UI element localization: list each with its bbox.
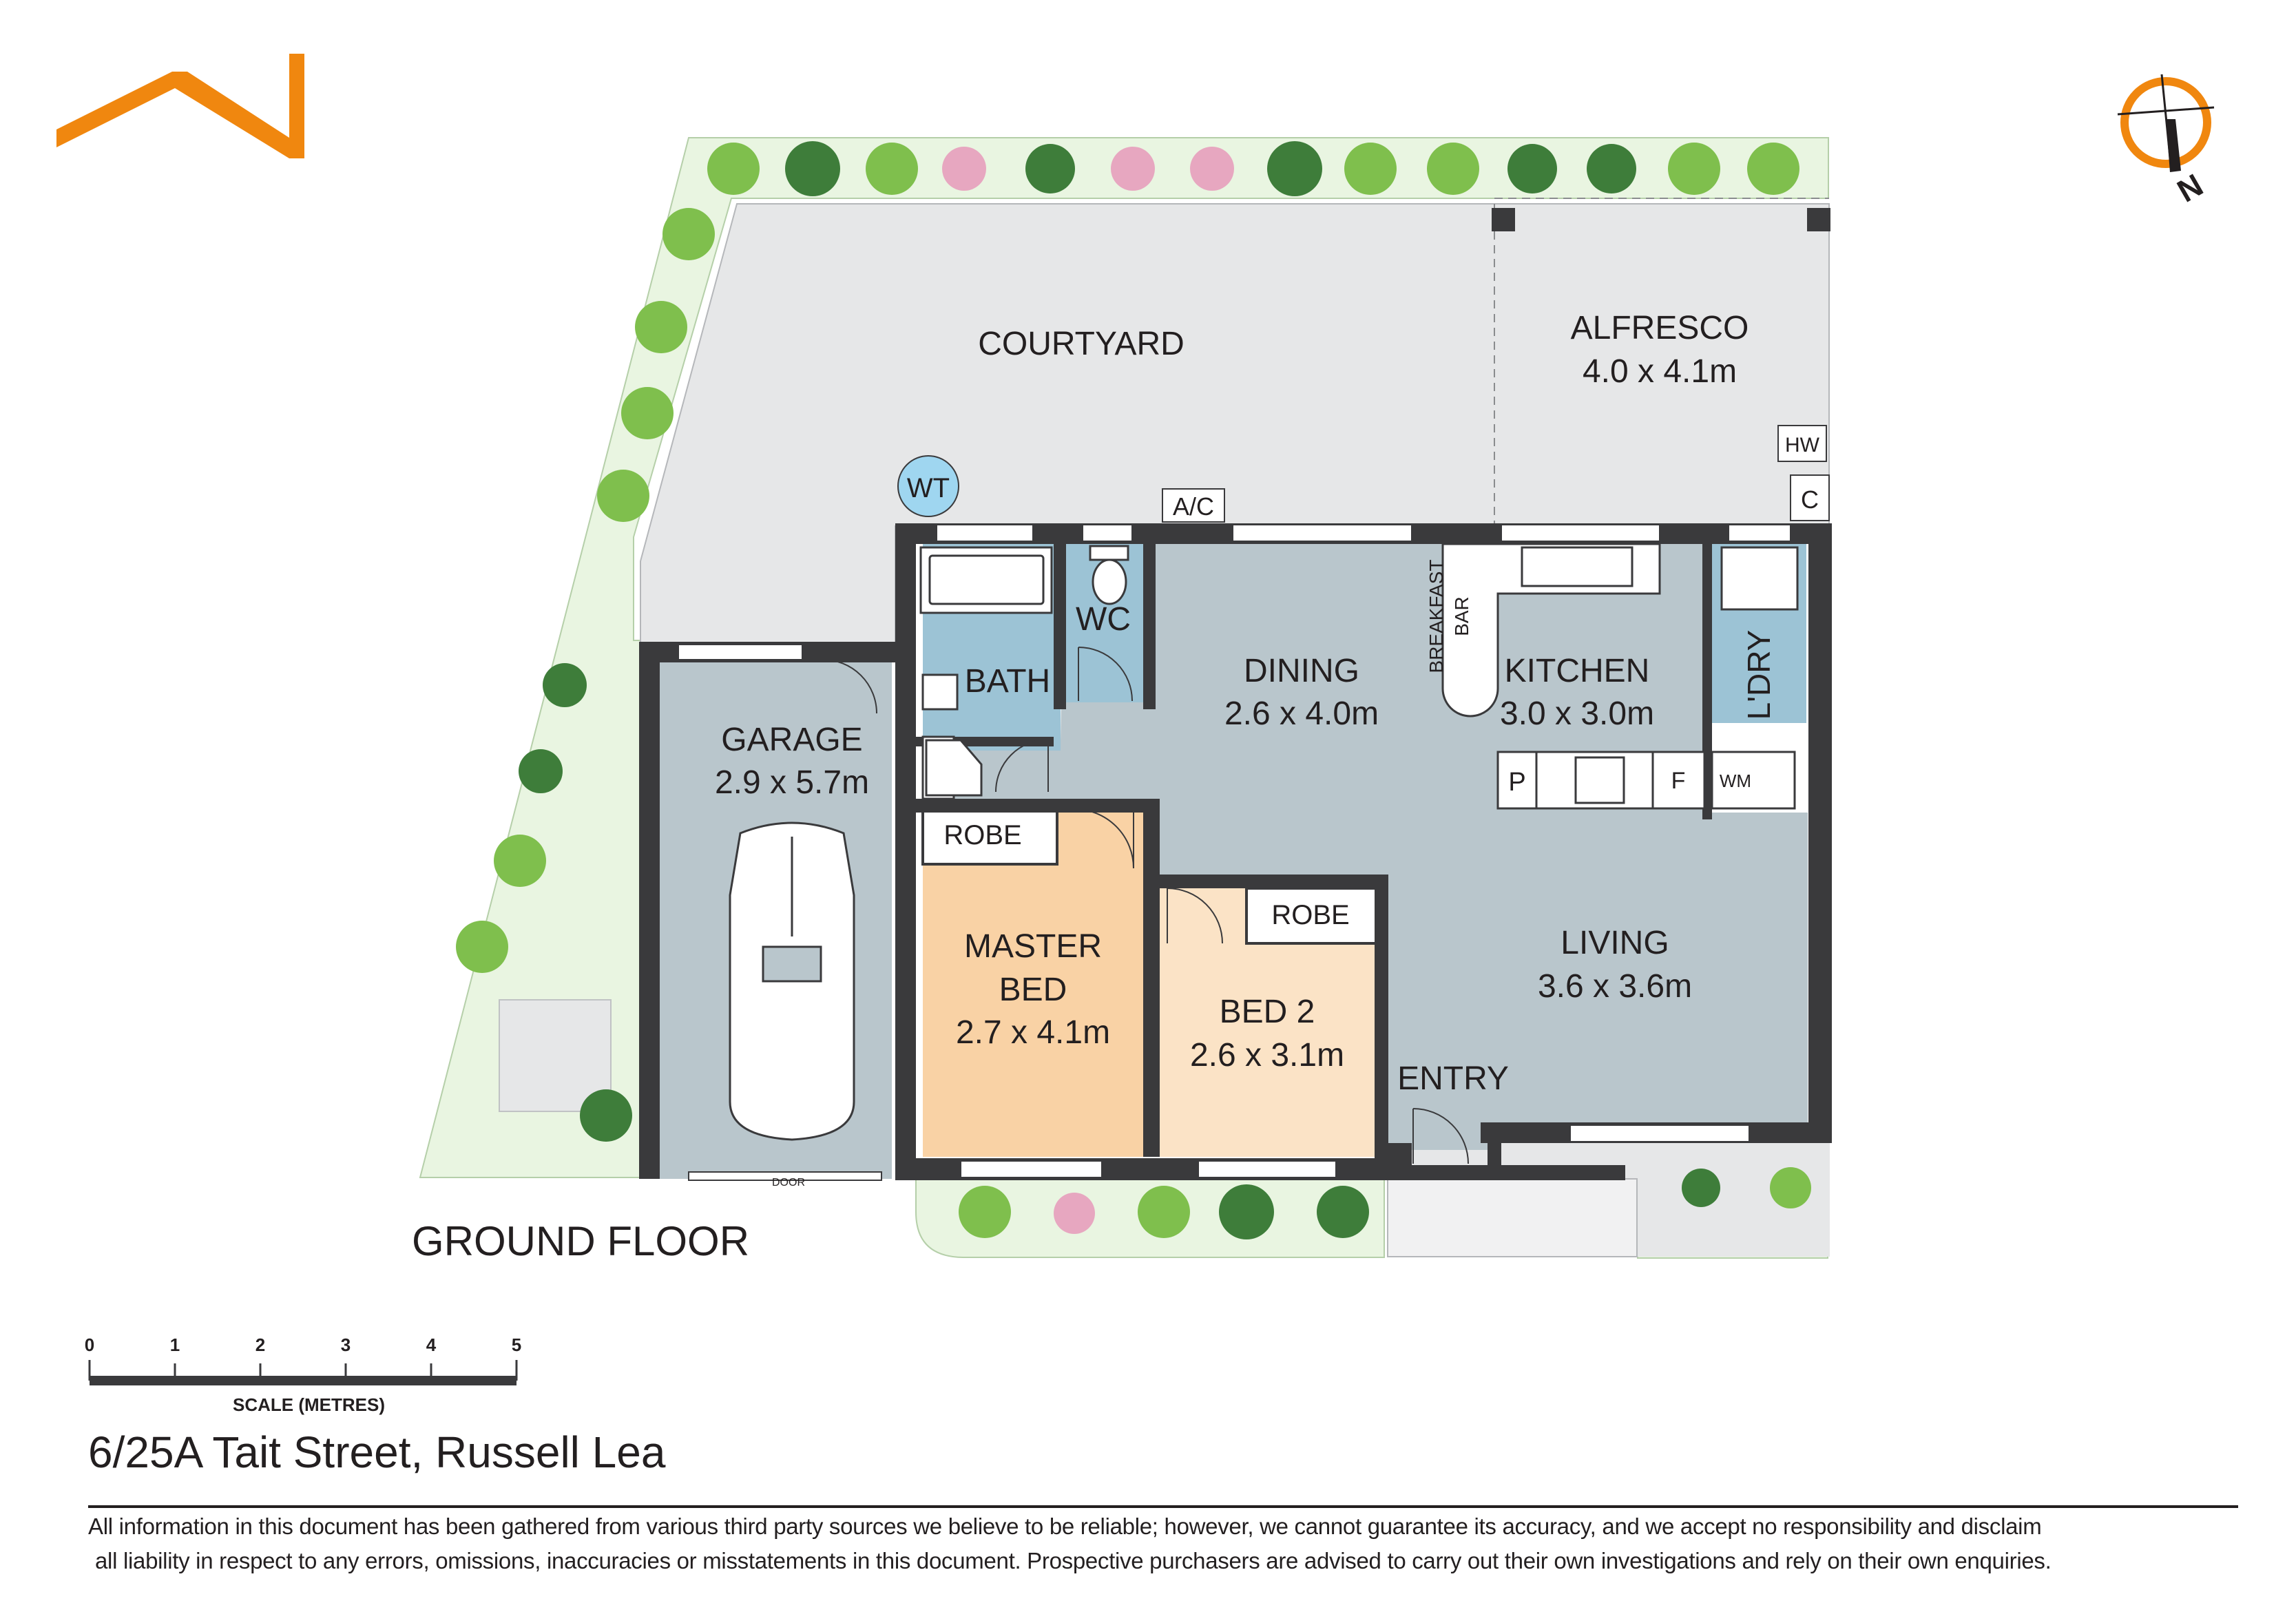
agency-logo: [56, 54, 304, 158]
laundry-label: L'DRY: [1741, 630, 1777, 720]
door-swings: [822, 647, 1469, 1164]
ac-label: A/C: [1173, 492, 1214, 521]
master-bed-label-2: BED: [999, 972, 1067, 1008]
breakfast-bar-label-2: BAR: [1451, 596, 1472, 636]
paving: [499, 198, 1830, 1257]
alfresco-size: 4.0 x 4.1m: [1583, 353, 1737, 390]
wc-label: WC: [1076, 601, 1131, 638]
garage-label: GARAGE: [721, 722, 862, 758]
scale-tick-5: 5: [511, 1334, 522, 1355]
footer-divider: [88, 1505, 2238, 1508]
pantry-label: P: [1508, 768, 1525, 797]
scale-tick-3: 3: [340, 1334, 351, 1355]
courtyard-label: COURTYARD: [978, 326, 1184, 362]
kitchen-fixtures: [1441, 543, 1799, 810]
master-bed-label-1: MASTER: [964, 928, 1102, 965]
scale-tick-4: 4: [426, 1334, 437, 1355]
entry-label: ENTRY: [1397, 1060, 1509, 1097]
alfresco-label: ALFRESCO: [1571, 310, 1749, 346]
compass-north-label: N: [2171, 167, 2209, 209]
garage-size: 2.9 x 5.7m: [715, 764, 869, 801]
bath-label: BATH: [965, 663, 1050, 700]
compass: N: [2117, 74, 2215, 209]
fridge-label: F: [1671, 768, 1686, 794]
bath-fixtures: [919, 545, 1129, 800]
bed2-label: BED 2: [1220, 994, 1315, 1030]
floor-label: GROUND FLOOR: [412, 1218, 750, 1264]
water-tank-icon: [897, 455, 959, 517]
bed2-size: 2.6 x 3.1m: [1190, 1037, 1344, 1074]
robe-master-label: ROBE: [943, 820, 1021, 850]
room-labels: COURTYARD ALFRESCO 4.0 x 4.1m GARAGE 2.9…: [715, 310, 1820, 1189]
garage-door-label: DOOR: [772, 1177, 805, 1189]
disclaimer-line-2: all liability in respect to any errors, …: [95, 1548, 2052, 1573]
scale-tick-0: 0: [84, 1334, 95, 1355]
living-size: 3.6 x 3.6m: [1538, 968, 1692, 1005]
scale-label: SCALE (METRES): [233, 1394, 385, 1415]
robe-bed2-label: ROBE: [1271, 900, 1349, 930]
wm-label: WM: [1720, 771, 1751, 791]
scale-tick-1: 1: [169, 1334, 180, 1355]
dining-size: 2.6 x 4.0m: [1224, 695, 1379, 732]
kitchen-label: KITCHEN: [1505, 653, 1650, 689]
disclaimer-line-1: All information in this document has bee…: [88, 1514, 2042, 1539]
scale-bar: [88, 1360, 518, 1385]
scale-tick-2: 2: [255, 1334, 266, 1355]
living-label: LIVING: [1561, 925, 1669, 961]
master-bed-size: 2.7 x 4.1m: [956, 1014, 1110, 1051]
address: 6/25A Tait Street, Russell Lea: [88, 1427, 666, 1477]
c-label: C: [1801, 485, 1819, 514]
car-icon: [729, 821, 855, 1141]
breakfast-bar-label-1: BREAKFAST: [1426, 560, 1447, 673]
hw-label: HW: [1785, 434, 1820, 457]
tree-icons: [456, 141, 1811, 1239]
kitchen-size: 3.0 x 3.0m: [1500, 695, 1654, 732]
windows: [678, 524, 1791, 1181]
dining-label: DINING: [1244, 653, 1359, 689]
wt-label: WT: [907, 473, 950, 503]
